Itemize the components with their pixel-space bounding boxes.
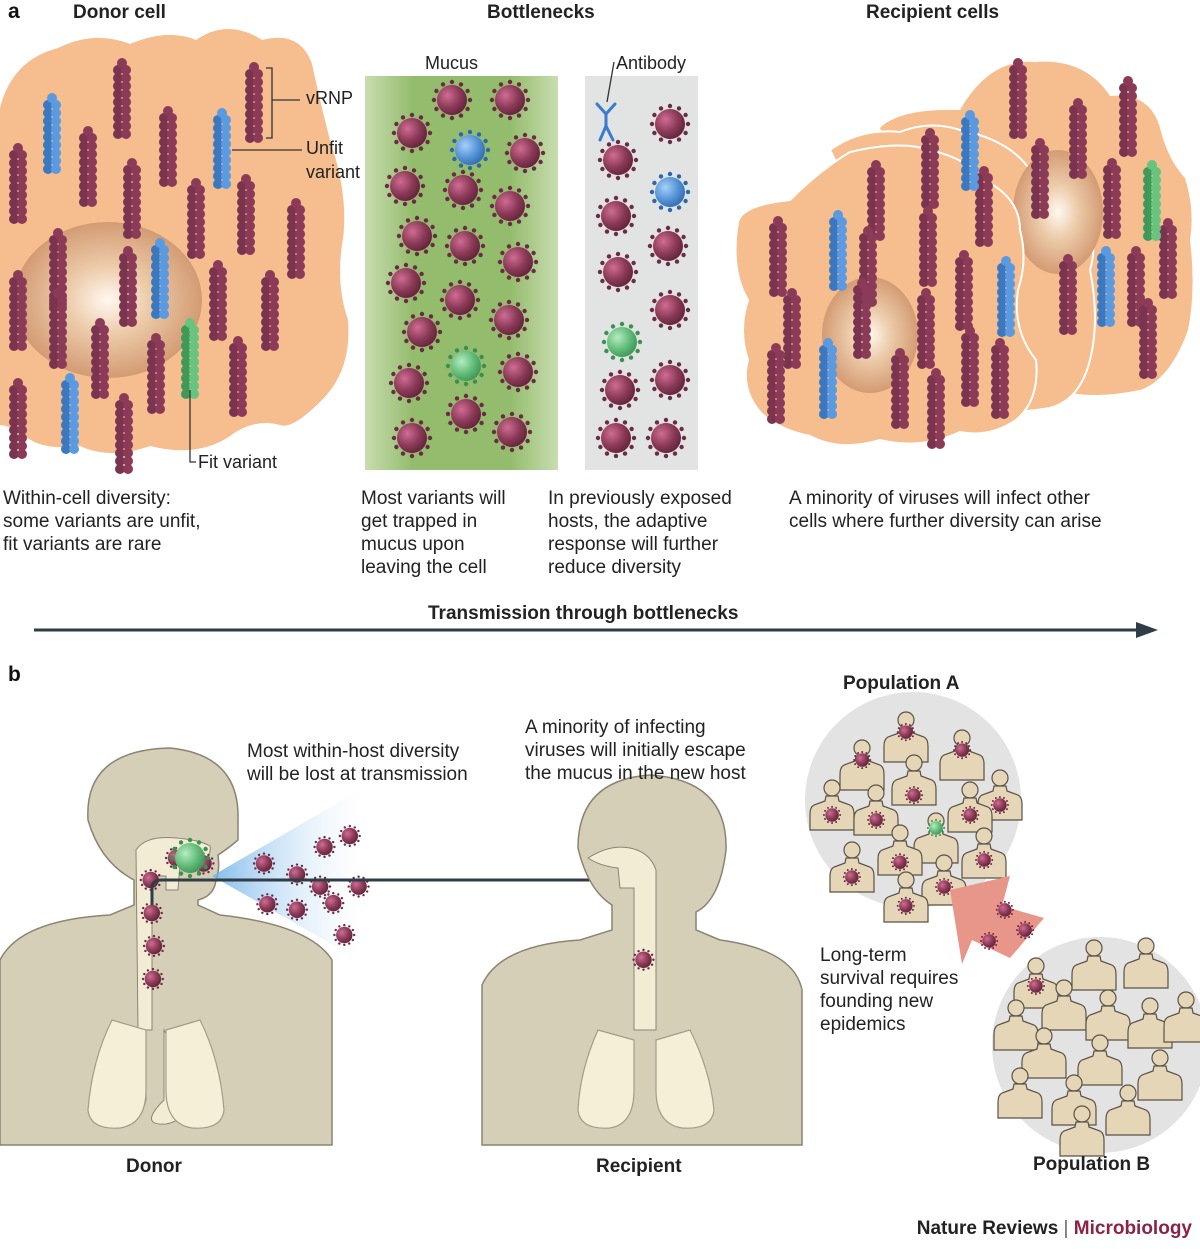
donor-cell-header: Donor cell	[73, 2, 166, 23]
donor-caption-line: Within-cell diversity:	[3, 488, 171, 509]
host-transmission-arrow	[150, 878, 645, 918]
escape-caption-line: viruses will initially escape	[525, 740, 746, 761]
donor-caption: Within-cell diversity: some variants are…	[3, 487, 200, 556]
survival-caption: Long-term survival requires founding new…	[820, 944, 958, 1036]
bottlenecks-header: Bottlenecks	[487, 2, 595, 23]
mucus-caption: Most variants will get trapped in mucus …	[361, 487, 506, 579]
population-transfer-arrow	[950, 876, 1044, 964]
mucus-label: Mucus	[425, 53, 479, 73]
mucus-caption-line: mucus upon	[361, 534, 465, 555]
mucus-caption-line: leaving the cell	[361, 557, 487, 578]
survival-caption-line: survival requires	[820, 968, 959, 989]
antibody-pointer	[606, 61, 615, 103]
unfit-label-line2: variant	[306, 162, 361, 182]
transmission-arrow	[34, 622, 1158, 638]
donor-caption-line: some variants are unfit,	[3, 511, 201, 532]
loss-caption-line: Most within-host diversity	[247, 741, 460, 762]
survival-caption-line: founding new	[820, 991, 934, 1012]
population-a-label: Population A	[843, 673, 960, 694]
recipient-caption: A minority of viruses will infect other …	[789, 487, 1102, 533]
donor-caption-line: fit variants are rare	[3, 534, 162, 555]
recipient-label: Recipient	[596, 1156, 682, 1177]
fit-variant-label: Fit variant	[198, 452, 278, 472]
loss-caption-line: will be lost at transmission	[247, 764, 468, 785]
survival-caption-line: Long-term	[820, 945, 907, 966]
donor-label: Donor	[126, 1156, 182, 1177]
antibody-caption-line: reduce diversity	[548, 557, 682, 578]
antibody-icon	[595, 102, 617, 142]
antibody-caption: In previously exposed hosts, the adaptiv…	[548, 487, 732, 579]
survival-caption-line: epidemics	[820, 1014, 906, 1035]
recipient-caption-line: cells where further diversity can arise	[789, 511, 1102, 532]
mucus-escape-caption: A minority of infecting viruses will ini…	[525, 716, 746, 785]
antibody-caption-line: In previously exposed	[548, 488, 732, 509]
mucus-caption-line: Most variants will	[361, 488, 506, 509]
antibody-label: Antibody	[616, 53, 687, 73]
antibody-caption-line: response will further	[548, 534, 719, 555]
panel-a-letter: a	[8, 0, 20, 23]
population-b-label: Population B	[1033, 1154, 1151, 1175]
journal-section: Microbiology	[1073, 1218, 1192, 1239]
vrnp-bracket	[266, 67, 300, 139]
transmission-arrow-label: Transmission through bottlenecks	[428, 603, 739, 624]
vrnp-label: vRNP	[306, 88, 354, 108]
recipient-caption-line: A minority of viruses will infect other	[789, 488, 1090, 509]
footer-separator: |	[1063, 1218, 1069, 1239]
mucus-caption-line: get trapped in	[361, 511, 478, 532]
donor-body	[0, 747, 333, 1146]
fit-pointer	[189, 390, 196, 463]
panel-b-letter: b	[8, 663, 21, 686]
antibody-caption-line: hosts, the adaptive	[548, 511, 708, 532]
journal-name: Nature Reviews	[916, 1218, 1059, 1239]
unfit-label-line1: Unfit	[306, 138, 344, 158]
recipient-cells-header: Recipient cells	[866, 2, 1000, 23]
journal-footer: Nature Reviews | Microbiology	[917, 1218, 1192, 1240]
diversity-loss-caption: Most within-host diversity will be lost …	[247, 740, 468, 786]
escape-caption-line: A minority of infecting	[525, 717, 706, 738]
escape-caption-line: the mucus in the new host	[525, 763, 746, 784]
